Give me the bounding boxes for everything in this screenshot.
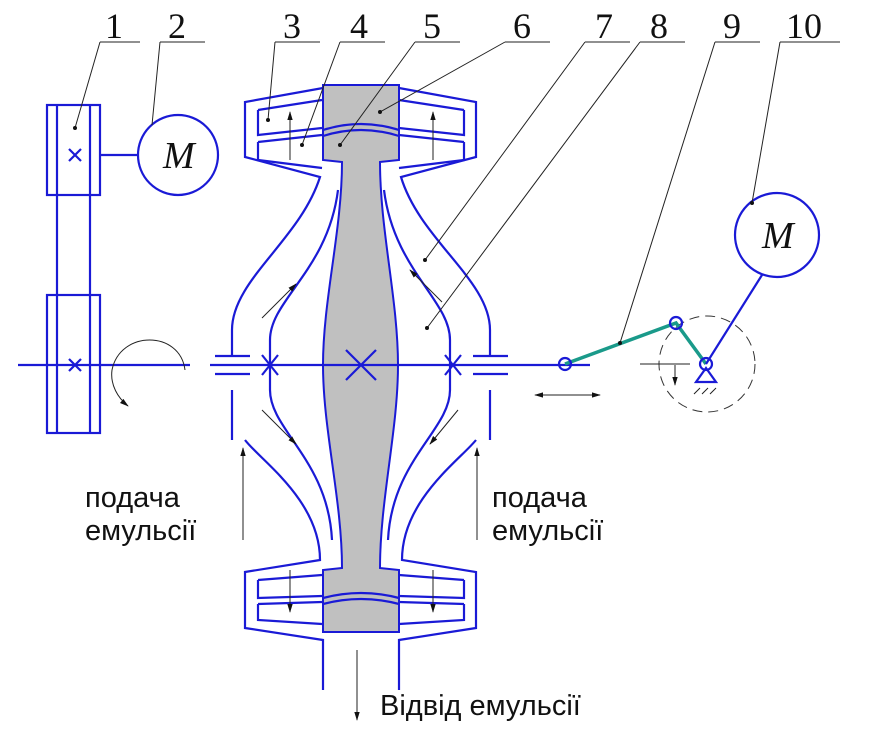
belt-drive (45, 103, 220, 435)
callout-4: 4 (350, 6, 368, 46)
rotation-arrow (111, 339, 186, 407)
work-roll (321, 84, 400, 633)
callout-1: 1 (105, 6, 123, 46)
callout-6: 6 (513, 6, 531, 46)
motor-1 (136, 113, 220, 197)
callout-9: 9 (723, 6, 741, 46)
feed-right-line2: емульсії (492, 515, 604, 548)
callout-8: 8 (650, 6, 668, 46)
lower-housing (230, 390, 492, 690)
motor-2-symbol: M (762, 215, 794, 257)
callout-leaders (75, 41, 840, 343)
feed-right-label: подача емульсії (492, 482, 603, 549)
feed-left-line1: подача (85, 482, 180, 514)
feed-right-line1: подача (492, 482, 587, 514)
callout-5: 5 (423, 6, 441, 46)
drain-label: Відвід емульсії (380, 690, 581, 722)
callout-7: 7 (595, 6, 613, 46)
feed-left-label: подача емульсії (85, 482, 196, 549)
crank-mechanism (557, 191, 821, 413)
flow-arrows (240, 111, 601, 721)
motor-1-symbol: M (163, 135, 195, 177)
callout-10: 10 (786, 6, 822, 46)
motor-2 (733, 191, 821, 279)
callout-3: 3 (283, 6, 301, 46)
feed-left-line2: емульсії (85, 515, 197, 548)
callout-2: 2 (168, 6, 186, 46)
